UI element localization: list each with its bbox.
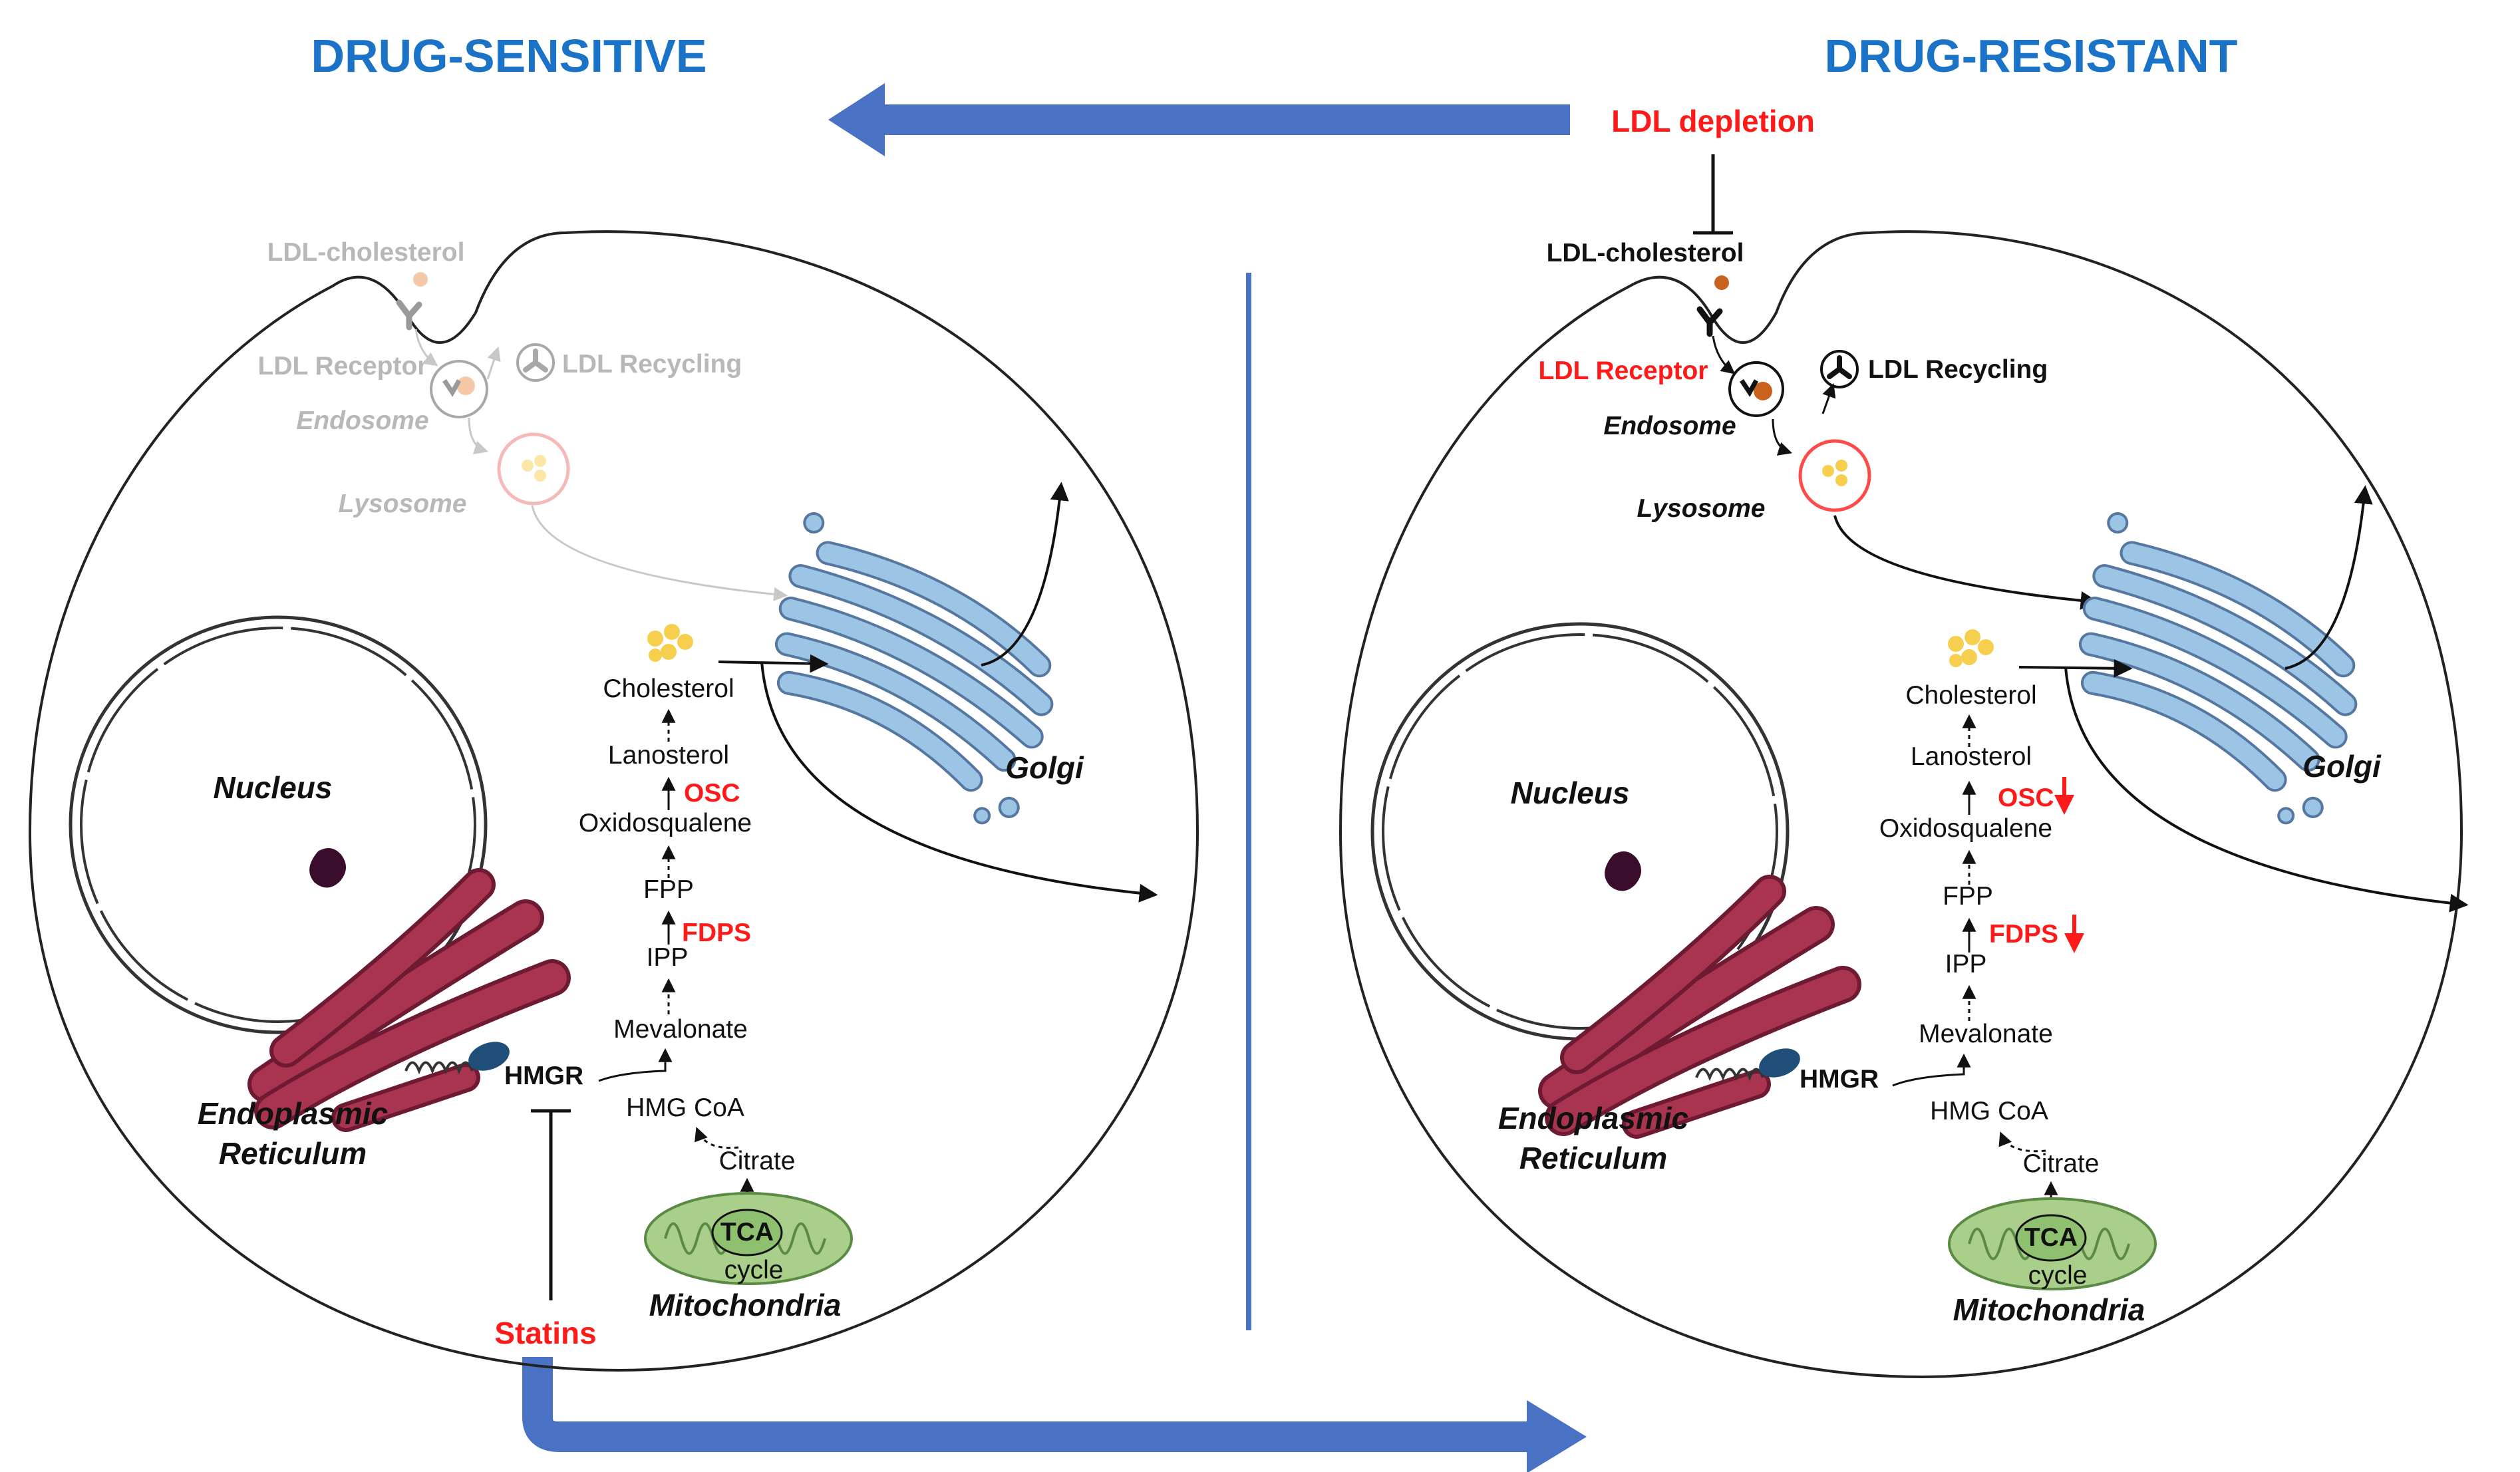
ldl-recycling-label: LDL Recycling (562, 350, 742, 378)
golgi-label: Golgi (1005, 750, 1084, 785)
ldl-recycling-icon (1820, 350, 1859, 388)
statins-inhibitor (531, 1109, 571, 1300)
ldl-cholesterol-label: LDL-cholesterol (267, 238, 465, 267)
ipp-label: IPP (647, 943, 689, 972)
cell-drug-sensitive: LDL-cholesterol LDL Receptor Endosome LD… (28, 230, 1199, 1372)
hmgr-label: HMGR (504, 1062, 583, 1090)
title-drug-resistant: DRUG-RESISTANT (1825, 30, 2238, 82)
oxidosqualene-label: Oxidosqualene (1879, 814, 2052, 843)
cell-membrane (28, 230, 1199, 1372)
cell-membrane (1339, 230, 2463, 1379)
cell-drug-resistant: LDL-cholesterol LDL Receptor Endosome LD… (1339, 230, 2469, 1379)
ldl-particle (1714, 275, 1729, 290)
lysosome-vesicle (497, 432, 570, 506)
cholesterol-label: Cholesterol (1905, 681, 2036, 710)
endosome-label: Endosome (296, 406, 428, 435)
mevalonate-label: Mevalonate (613, 1015, 748, 1044)
osc-label: OSC (684, 779, 740, 808)
ldl-receptor-label: LDL Receptor (258, 352, 428, 380)
mitochondria-label: Mitochondria (1953, 1292, 2145, 1327)
nucleus (69, 615, 488, 1034)
citrate-label: Citrate (2023, 1149, 2100, 1178)
er-label-line2: Reticulum (1519, 1141, 1667, 1175)
nucleus-label: Nucleus (1511, 776, 1630, 810)
golgi-apparatus (2078, 512, 2358, 825)
hmg-coa-label: HMG CoA (626, 1094, 744, 1122)
oxidosqualene-label: Oxidosqualene (579, 809, 752, 837)
ipp-label: IPP (1945, 950, 1987, 978)
cholesterol-label: Cholesterol (603, 674, 734, 703)
mitochondria (1948, 1197, 2157, 1290)
er-label-line1: Endoplasmic (198, 1096, 388, 1131)
hmgr-label: HMGR (1800, 1065, 1879, 1094)
ldl-particle (413, 272, 428, 287)
blue-arrow-bottom (522, 1357, 1587, 1472)
blue-arrow-top (828, 83, 1570, 156)
ldl-recycling-icon (516, 343, 555, 382)
tca-label-line2: cycle (724, 1256, 784, 1284)
tca-label-line1: TCA (2024, 1223, 2078, 1252)
er-label-line1: Endoplasmic (1498, 1101, 1688, 1135)
mitochondria (644, 1192, 853, 1285)
lanosterol-label: Lanosterol (608, 741, 729, 770)
mitochondria-label: Mitochondria (649, 1288, 842, 1322)
ldl-depletion-label: LDL depletion (1611, 104, 1815, 138)
title-drug-sensitive: DRUG-SENSITIVE (311, 30, 707, 82)
fpp-label: FPP (1943, 882, 1993, 911)
statins-label: Statins (494, 1316, 596, 1350)
ldl-depletion-inhibitor (1693, 154, 1733, 235)
er-label-line2: Reticulum (219, 1136, 367, 1171)
tca-label-line1: TCA (720, 1218, 774, 1247)
ldl-receptor-label: LDL Receptor (1539, 357, 1708, 385)
fpp-label: FPP (643, 875, 694, 904)
fdps-label: FDPS (682, 919, 751, 947)
endoplasmic-reticulum (247, 868, 571, 1132)
nucleus (1370, 622, 1790, 1041)
endosome-label: Endosome (1603, 412, 1736, 440)
citrate-label: Citrate (719, 1147, 796, 1175)
lanosterol-label: Lanosterol (1911, 742, 2032, 771)
golgi-label: Golgi (2302, 749, 2382, 784)
tca-label-line2: cycle (2028, 1261, 2088, 1290)
lysosome-label: Lysosome (1637, 494, 1766, 523)
ldl-receptor-icon (1696, 306, 1723, 337)
golgi-apparatus (774, 512, 1054, 825)
osc-label: OSC (1998, 784, 2054, 812)
endoplasmic-reticulum (1538, 875, 1861, 1139)
lysosome-vesicle (1798, 439, 1871, 512)
ldl-recycling-label: LDL Recycling (1868, 355, 2048, 384)
fdps-label: FDPS (1989, 920, 2058, 949)
nucleus-label: Nucleus (214, 770, 333, 805)
mevalonate-label: Mevalonate (1919, 1020, 2053, 1048)
endosome-vesicle (1728, 361, 1784, 417)
ldl-cholesterol-label: LDL-cholesterol (1547, 239, 1744, 267)
hmg-coa-label: HMG CoA (1930, 1097, 2048, 1125)
endosome-vesicle (430, 360, 488, 418)
ldl-receptor-icon (396, 299, 422, 331)
lysosome-label: Lysosome (339, 490, 467, 518)
